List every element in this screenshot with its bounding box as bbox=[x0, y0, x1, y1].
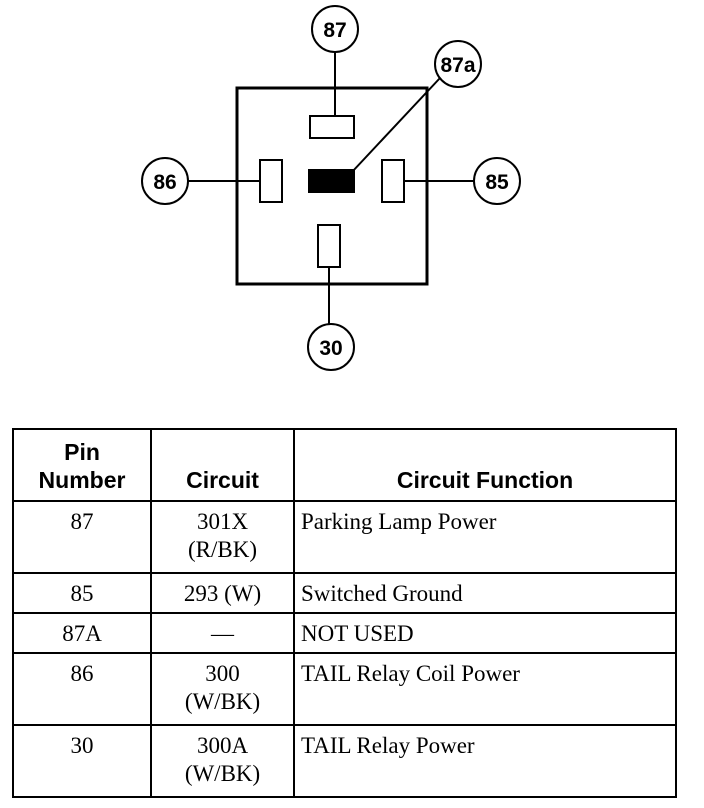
pin-function-table: Pin Number Circuit Circuit Function 87 3… bbox=[12, 428, 677, 798]
header-circuit: Circuit bbox=[150, 428, 295, 502]
cell-pin: 86 bbox=[12, 652, 152, 726]
table-row: 86 300 (W/BK) TAIL Relay Coil Power bbox=[12, 652, 677, 726]
cell-function: Parking Lamp Power bbox=[293, 500, 677, 574]
cell-pin: 30 bbox=[12, 724, 152, 798]
pin-label-30: 30 bbox=[319, 337, 342, 360]
cell-pin: 87 bbox=[12, 500, 152, 574]
pin-label-86: 86 bbox=[153, 171, 176, 194]
table-row: 85 293 (W) Switched Ground bbox=[12, 572, 677, 614]
terminal-30 bbox=[317, 224, 341, 268]
leader-87a bbox=[351, 77, 441, 173]
terminal-86 bbox=[259, 159, 283, 203]
cell-function: TAIL Relay Power bbox=[293, 724, 677, 798]
pin-callout-87: 87 bbox=[311, 5, 359, 53]
header-circuit-function: Circuit Function bbox=[293, 428, 677, 502]
cell-circuit: — bbox=[150, 612, 295, 654]
cell-function: Switched Ground bbox=[293, 572, 677, 614]
terminal-87 bbox=[309, 115, 355, 139]
terminal-87a bbox=[308, 169, 355, 193]
table-row: 87A — NOT USED bbox=[12, 612, 677, 654]
header-pin-number: Pin Number bbox=[12, 428, 152, 502]
cell-function: NOT USED bbox=[293, 612, 677, 654]
pin-label-87: 87 bbox=[323, 19, 346, 42]
table-row: 87 301X (R/BK) Parking Lamp Power bbox=[12, 500, 677, 574]
cell-circuit: 301X (R/BK) bbox=[150, 500, 295, 574]
terminal-85 bbox=[381, 159, 405, 203]
pin-callout-87a: 87a bbox=[434, 40, 482, 88]
relay-connector-diagram: 87 87a 86 85 30 bbox=[141, 5, 521, 371]
cell-circuit: 300A (W/BK) bbox=[150, 724, 295, 798]
cell-function: TAIL Relay Coil Power bbox=[293, 652, 677, 726]
pin-label-85: 85 bbox=[485, 171, 509, 194]
cell-pin: 87A bbox=[12, 612, 152, 654]
cell-circuit: 300 (W/BK) bbox=[150, 652, 295, 726]
pin-callout-86: 86 bbox=[141, 157, 189, 205]
pin-label-87a: 87a bbox=[440, 54, 475, 77]
pin-callout-30: 30 bbox=[307, 323, 355, 371]
table-row: 30 300A (W/BK) TAIL Relay Power bbox=[12, 724, 677, 798]
cell-circuit: 293 (W) bbox=[150, 572, 295, 614]
table-header-row: Pin Number Circuit Circuit Function bbox=[12, 428, 677, 502]
cell-pin: 85 bbox=[12, 572, 152, 614]
pin-callout-85: 85 bbox=[473, 157, 521, 205]
